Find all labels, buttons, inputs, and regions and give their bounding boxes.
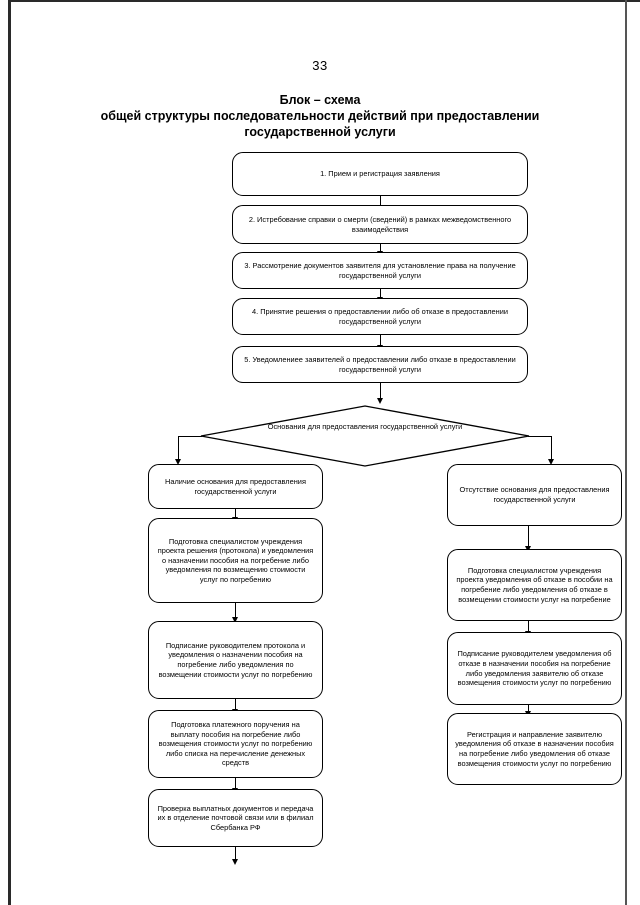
connector-decision-left-horizontal	[178, 436, 202, 437]
flow-node-left-step-4: Проверка выплатных документов и передача…	[148, 789, 323, 847]
connector-decision-right-horizontal	[528, 436, 552, 437]
flow-node-right-step-1: Подготовка специалистом учреждения проек…	[447, 549, 622, 621]
page-number: 33	[312, 58, 328, 73]
flow-node-right-step-3-label: Регистрация и направление заявителю увед…	[455, 729, 614, 768]
flow-node-right-step-1-label: Подготовка специалистом учреждения проек…	[456, 565, 613, 604]
flow-node-left-header-label: Наличие основания для предоставления гос…	[165, 476, 306, 496]
flow-node-decision-label: Основания для предоставления государстве…	[267, 422, 463, 431]
flow-node-step-4-label: 4. Принятие решения о предоставлении либ…	[252, 306, 508, 326]
connector-left-step1-to-step2	[235, 603, 236, 619]
flow-node-decision: Основания для предоставления государстве…	[200, 405, 530, 467]
flow-node-right-step-2: Подписание руководителем уведомления об …	[447, 632, 622, 705]
flow-node-left-step-2: Подписание руководителем протокола и уве…	[148, 621, 323, 699]
flow-node-right-header-label: Отсутствие основания для предоставления …	[459, 485, 610, 504]
connector-right-step2-to-step3	[528, 705, 529, 714]
connector-step3-to-step4	[380, 289, 381, 299]
connector-right-step1-to-step2	[528, 621, 529, 633]
flow-node-left-header: Наличие основания для предоставления гос…	[148, 464, 323, 509]
flow-node-left-step-2-label: Подписание руководителем протокола и уве…	[158, 640, 313, 679]
flow-node-right-step-2-label: Подписание руководителем уведомления об …	[457, 649, 612, 688]
flow-node-right-step-3: Регистрация и направление заявителю увед…	[447, 713, 622, 785]
title-line-2: общей структуры последовательности дейст…	[100, 109, 540, 123]
connector-left-step3-to-step4	[235, 778, 236, 790]
connector-left-step2-to-step3	[235, 699, 236, 711]
connector-step1-to-step2	[380, 196, 381, 208]
flow-node-step-3: 3. Рассмотрение документов заявителя для…	[232, 252, 528, 289]
arrowhead-decision-to-right-branch	[547, 459, 554, 465]
arrowhead-left-step4-to-next-page	[231, 859, 238, 865]
flow-node-left-step-1-label: Подготовка специалистом учреждения проек…	[157, 536, 314, 584]
title-line-3: государственной услуги	[244, 125, 396, 139]
connector-step4-to-step5	[380, 335, 381, 347]
scan-edge-top	[8, 0, 640, 2]
connector-right-header-to-step1	[528, 526, 529, 548]
flow-node-left-step-3: Подготовка платежного поручения на выпла…	[148, 710, 323, 778]
flow-node-left-step-3-label: Подготовка платежного поручения на выпла…	[158, 720, 313, 768]
connector-left-step4-to-next-page	[235, 847, 236, 861]
flow-node-step-1: 1. Прием и регистрация заявления	[232, 152, 528, 196]
flow-node-step-5-label: 5. Уведомлениее заявителей о предоставле…	[244, 354, 516, 374]
flow-node-left-step-4-label: Проверка выплатных документов и передача…	[157, 803, 314, 832]
flow-node-step-3-label: 3. Рассмотрение документов заявителя для…	[244, 260, 516, 280]
flow-node-left-step-1: Подготовка специалистом учреждения проек…	[148, 518, 323, 603]
connector-decision-right-vertical	[551, 436, 552, 461]
arrowhead-decision-to-left-branch	[174, 459, 181, 465]
title-line-1: Блок – схема	[279, 93, 361, 107]
connector-decision-left-vertical	[178, 436, 179, 461]
flow-node-step-4: 4. Принятие решения о предоставлении либ…	[232, 298, 528, 335]
arrowhead-left-step1-to-step2	[231, 617, 238, 623]
page-title: Блок – схема общей структуры последовате…	[60, 92, 580, 140]
scan-edge-left	[8, 0, 11, 905]
flow-node-step-1-label: 1. Прием и регистрация заявления	[320, 169, 440, 179]
arrowhead-step5-to-decision	[376, 398, 383, 404]
flow-node-step-2: 2. Истребование справки о смерти (сведен…	[232, 205, 528, 244]
flow-node-step-5: 5. Уведомлениее заявителей о предоставле…	[232, 346, 528, 383]
flow-node-right-header: Отсутствие основания для предоставления …	[447, 464, 622, 526]
flow-node-step-2-label: 2. Истребование справки о смерти (сведен…	[248, 214, 512, 234]
decision-diamond-shape	[200, 405, 530, 467]
scan-edge-right	[625, 0, 627, 905]
connector-step5-to-decision	[380, 383, 381, 399]
connector-step2-to-step3	[380, 244, 381, 253]
connector-left-header-to-step1	[235, 509, 236, 519]
